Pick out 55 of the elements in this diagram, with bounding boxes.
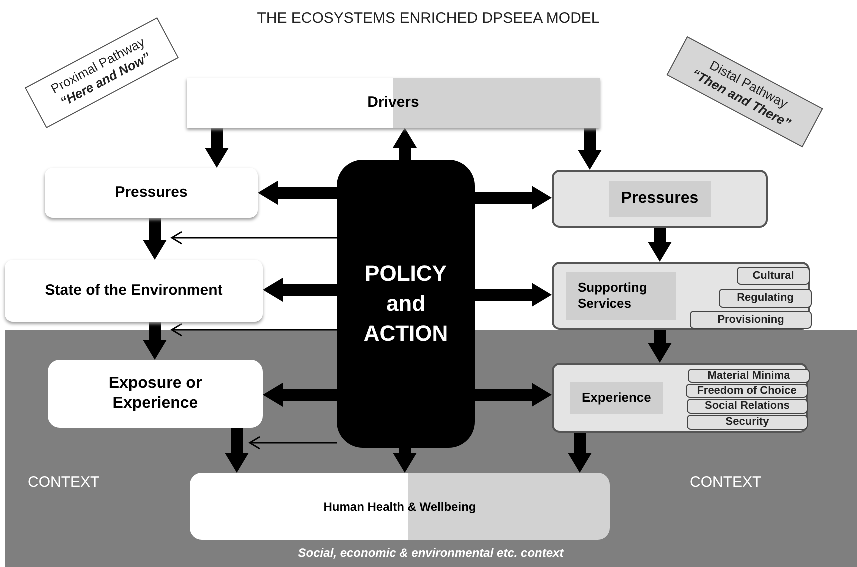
node-label: Supporting Services xyxy=(566,272,676,320)
node-label: Drivers xyxy=(368,92,420,113)
arrow xyxy=(225,428,249,473)
process-box xyxy=(5,260,263,322)
arrow xyxy=(263,278,337,302)
process-box xyxy=(552,363,808,433)
node-label: Material Minima xyxy=(708,370,790,382)
sub-box xyxy=(687,415,808,430)
context-label: CONTEXT xyxy=(28,473,100,493)
sub-box xyxy=(690,311,812,329)
arrow xyxy=(205,128,229,168)
sub-box xyxy=(737,267,810,285)
arrow xyxy=(143,322,167,360)
arrow xyxy=(578,128,602,170)
arrow xyxy=(648,228,672,262)
node-label: Cultural xyxy=(752,270,794,282)
arrow xyxy=(393,448,417,473)
process-box xyxy=(187,78,600,128)
node-label: Experience xyxy=(570,382,664,414)
process-box xyxy=(190,473,610,540)
sub-box xyxy=(719,289,812,308)
node-label: Pressures xyxy=(115,182,188,203)
node-label: Human Health & Wellbeing xyxy=(324,498,476,516)
process-box xyxy=(45,168,258,218)
node-label: Provisioning xyxy=(718,314,784,326)
arrow xyxy=(568,433,592,473)
sub-box xyxy=(687,399,808,414)
node-label: Security xyxy=(726,417,770,428)
arrow xyxy=(143,218,167,260)
sub-box xyxy=(686,384,808,398)
process-box xyxy=(552,170,768,228)
node-label: Pressures xyxy=(609,181,711,217)
policy-box xyxy=(337,160,475,448)
node-label: Regulating xyxy=(737,293,794,304)
arrow xyxy=(475,186,552,210)
sub-box xyxy=(688,369,810,383)
arrow xyxy=(171,231,337,245)
arrow xyxy=(475,283,552,307)
context-label: CONTEXT xyxy=(690,473,762,493)
arrow xyxy=(249,436,337,450)
arrow xyxy=(648,330,672,363)
arrow xyxy=(258,181,337,205)
arrow xyxy=(393,128,417,160)
process-box xyxy=(552,262,810,330)
node-label: Exposure or Experience xyxy=(108,374,204,414)
arrow xyxy=(263,383,337,407)
node-label: Social Relations xyxy=(705,401,790,412)
node-label: POLICY and ACTION xyxy=(362,260,450,348)
process-box xyxy=(48,360,263,428)
node-label: Freedom of Choice xyxy=(697,386,797,396)
context-caption: Social, economic & environmental etc. context xyxy=(297,545,566,562)
node-label: State of the Environment xyxy=(45,280,223,301)
arrow xyxy=(475,383,552,407)
diagram-title: THE ECOSYSTEMS ENRICHED DPSEEA MODEL xyxy=(256,9,601,29)
arrow xyxy=(171,323,337,337)
